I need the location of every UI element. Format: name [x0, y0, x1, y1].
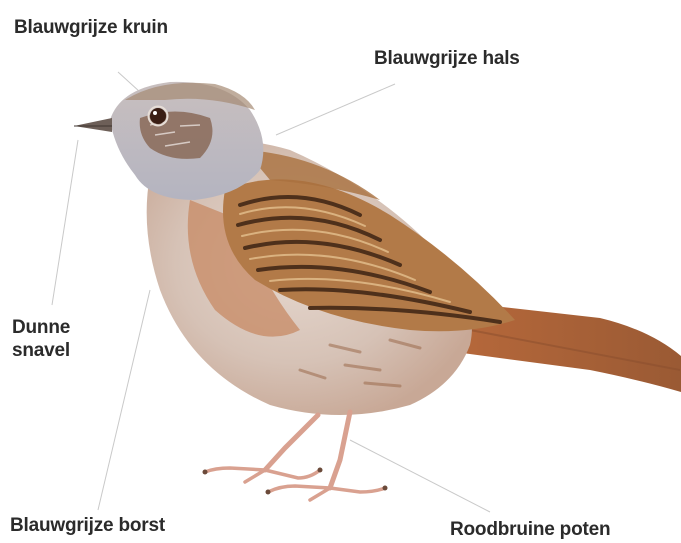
leader-line-chest	[98, 290, 150, 510]
label-beak-line1: Dunne	[12, 316, 70, 339]
bird-beak	[74, 118, 112, 132]
leader-line-legs	[350, 440, 490, 512]
label-crown: Blauwgrijze kruin	[14, 16, 168, 39]
label-beak: Dunne snavel	[12, 316, 70, 362]
bird-eye	[150, 108, 166, 124]
leader-line-neck	[276, 84, 395, 135]
leader-line-beak	[52, 140, 78, 305]
bird-feet	[205, 468, 385, 500]
label-legs: Roodbruine poten	[450, 518, 610, 541]
label-neck: Blauwgrijze hals	[374, 47, 520, 70]
label-beak-line2: snavel	[12, 339, 70, 362]
leader-line-crown	[118, 72, 140, 92]
label-chest: Blauwgrijze borst	[10, 514, 165, 537]
